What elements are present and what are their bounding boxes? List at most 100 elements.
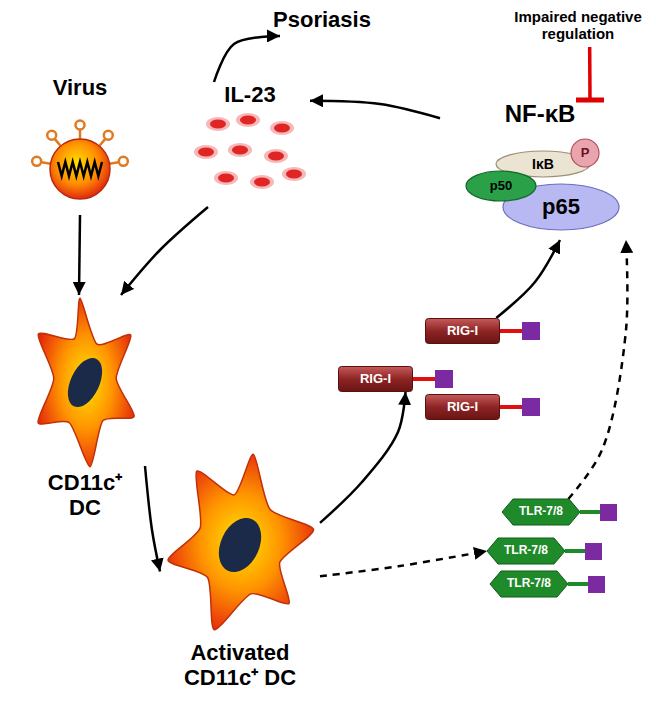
node-label: TLR-7/8	[507, 577, 551, 591]
subunit-ellipse	[466, 171, 536, 201]
cytokine-halo	[214, 171, 238, 185]
dashed-arrow	[320, 551, 487, 576]
viral-genome	[58, 162, 102, 176]
arrow	[320, 392, 406, 523]
caption-label: Psoriasis	[273, 7, 371, 32]
virus-capsid	[50, 139, 110, 199]
cytokine-halo	[264, 149, 288, 163]
receptor-domain	[588, 576, 605, 593]
dashed-arrow	[568, 240, 627, 499]
receptor-diamond	[490, 571, 568, 597]
caption-label: Activated CD11c⁺ DC	[165, 640, 315, 691]
receptor-stalk	[568, 582, 590, 586]
virus-spike-tip	[119, 157, 128, 166]
rig-i-receptor: RIG-I	[425, 394, 500, 420]
arrow	[214, 36, 280, 82]
virus-spike-tip	[104, 131, 113, 140]
caption-label: Virus	[20, 75, 140, 100]
disease-label: Psoriasis	[252, 4, 392, 36]
receptor-diamond	[502, 499, 580, 525]
cytokine-halo	[282, 167, 306, 181]
virus-spike	[55, 139, 61, 146]
arrow	[310, 101, 440, 118]
cytokine-dot	[198, 148, 214, 157]
tlr-receptor: TLR-7/8	[487, 538, 565, 564]
node-label: p50	[490, 179, 512, 194]
cytokine-dot	[286, 170, 302, 179]
receptor-stalk	[565, 549, 587, 553]
cytokine-halo	[206, 117, 230, 131]
receptor-stalk	[500, 329, 524, 333]
subunit-ellipse	[571, 139, 599, 167]
arrow	[121, 207, 208, 295]
node-label: RIG-I	[447, 400, 478, 415]
receptor-domain	[585, 543, 602, 560]
receptor-stalk	[413, 377, 437, 381]
cytokine-halo	[270, 121, 294, 135]
cytokine-halo	[250, 175, 274, 189]
node-label: p65	[542, 194, 580, 219]
subunit-ellipse	[503, 184, 619, 230]
cytokine-halo	[228, 143, 252, 157]
virus-spike-tip	[47, 131, 56, 140]
caption-label: CD11c⁺ DC	[38, 470, 133, 521]
activated-dendritic-cell-shape	[160, 450, 320, 640]
caption-label: IL-23	[190, 82, 310, 107]
virus-illustration: Virus	[20, 75, 140, 215]
caption-label: NF-κB	[440, 100, 640, 128]
virus-spike	[99, 139, 105, 146]
nfkb-complex: p50 IκB Pp65 NF-κB	[440, 100, 640, 240]
receptor-domain	[522, 398, 540, 416]
node-label: RIG-I	[447, 324, 478, 339]
cell-body	[38, 298, 134, 466]
cytokine-dot	[210, 120, 226, 129]
virus-spike	[79, 130, 82, 139]
regulation-note: Impaired negative regulation	[505, 3, 651, 47]
receptor-box	[339, 367, 413, 392]
rig-i-receptor: RIG-I	[425, 318, 500, 344]
receptor-box	[426, 395, 500, 420]
virus-spike-tip	[32, 157, 41, 166]
receptor-domain	[435, 370, 453, 388]
arrow	[145, 466, 160, 572]
cytokine-halo	[194, 145, 218, 159]
receptor-box	[426, 319, 500, 344]
cytokine-cluster-shape	[190, 112, 310, 207]
receptor-stalk	[580, 510, 602, 514]
dendritic-cell-shape	[25, 295, 145, 470]
cytokine-dot	[274, 124, 290, 133]
virus-illustration-shape	[20, 105, 140, 215]
node-label: TLR-7/8	[504, 544, 548, 558]
cell-nucleus	[61, 353, 109, 413]
dendritic-cell: CD11c⁺ DC	[25, 295, 145, 523]
rig-i-receptor: RIG-I	[338, 366, 413, 392]
cytokine-halo	[236, 113, 260, 127]
inhibition-line	[588, 47, 592, 100]
cell-body	[168, 454, 314, 629]
phosphate-circle: P	[570, 138, 600, 168]
p50-subunit: p50	[465, 170, 537, 202]
node-label: TLR-7/8	[519, 505, 563, 519]
cytokine-cluster: IL-23	[190, 82, 310, 207]
cytokine-dot	[218, 174, 234, 183]
arrow	[496, 240, 560, 318]
receptor-diamond	[487, 538, 565, 564]
cytokine-dot	[240, 116, 256, 125]
caption-label: Impaired negative regulation	[505, 8, 651, 43]
cytokine-dot	[232, 146, 248, 155]
virus-spike	[110, 162, 119, 164]
node-label: RIG-I	[360, 372, 391, 387]
cytokine-dot	[268, 152, 284, 161]
receptor-domain	[600, 504, 617, 521]
receptor-domain	[522, 322, 540, 340]
node-label: P	[581, 146, 590, 161]
virus-spike	[42, 162, 51, 164]
cell-nucleus	[211, 511, 270, 579]
arrow	[79, 215, 80, 295]
node-label: IκB	[532, 156, 554, 172]
activated-dendritic-cell: Activated CD11c⁺ DC	[160, 450, 320, 693]
receptor-stalk	[500, 405, 524, 409]
tlr-receptor: TLR-7/8	[502, 499, 580, 525]
virus-spike-tip	[76, 121, 85, 130]
